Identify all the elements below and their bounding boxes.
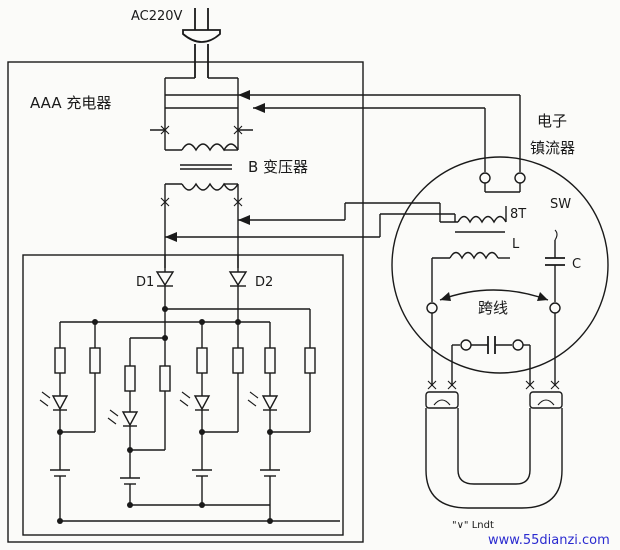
diode-d1: [155, 255, 175, 338]
diode-1-label: D1: [136, 275, 154, 290]
ballast-label-line2: 镇流器: [530, 139, 575, 157]
transformer-primary: [150, 77, 253, 152]
transformer-label: B 变压器: [248, 158, 308, 176]
capacitor-label: C: [572, 257, 581, 272]
ballast-label-line1: 电子: [537, 112, 567, 130]
switch-label: SW: [550, 197, 571, 212]
charger-enclosure: [7, 61, 364, 543]
transformer-secondary: [160, 182, 345, 268]
charger-label: AAA 充电器: [30, 94, 111, 112]
led-channel-1: [39, 322, 101, 524]
ballast-terminals: [479, 95, 526, 193]
tube-capacitor: [451, 336, 531, 386]
led-channel-3: [179, 322, 244, 505]
tap-winding-8t: [439, 203, 507, 233]
watermark: www.55dianzi.com: [488, 533, 610, 548]
diode-2-label: D2: [255, 275, 273, 290]
tube-caption: "∨" Lndt: [452, 520, 494, 531]
led-channel-4: [247, 309, 316, 505]
tap-8t-label: 8T: [510, 207, 526, 222]
ballast-housing: [391, 156, 609, 374]
ac-input-label: AC220V: [131, 9, 183, 24]
rectifier-enclosure: [22, 254, 344, 536]
ballast-leads: [165, 90, 520, 242]
inductor-label: L: [512, 237, 520, 252]
diode-d2: [228, 255, 248, 322]
u-tube-lamp: [425, 380, 563, 509]
led-channel-2: [107, 337, 171, 508]
capacitor-c: [545, 229, 565, 302]
ac-plug: [182, 8, 221, 78]
jumper-wire: [426, 289, 561, 386]
jumper-label: 跨线: [478, 299, 508, 317]
inductor-l: [431, 251, 510, 302]
